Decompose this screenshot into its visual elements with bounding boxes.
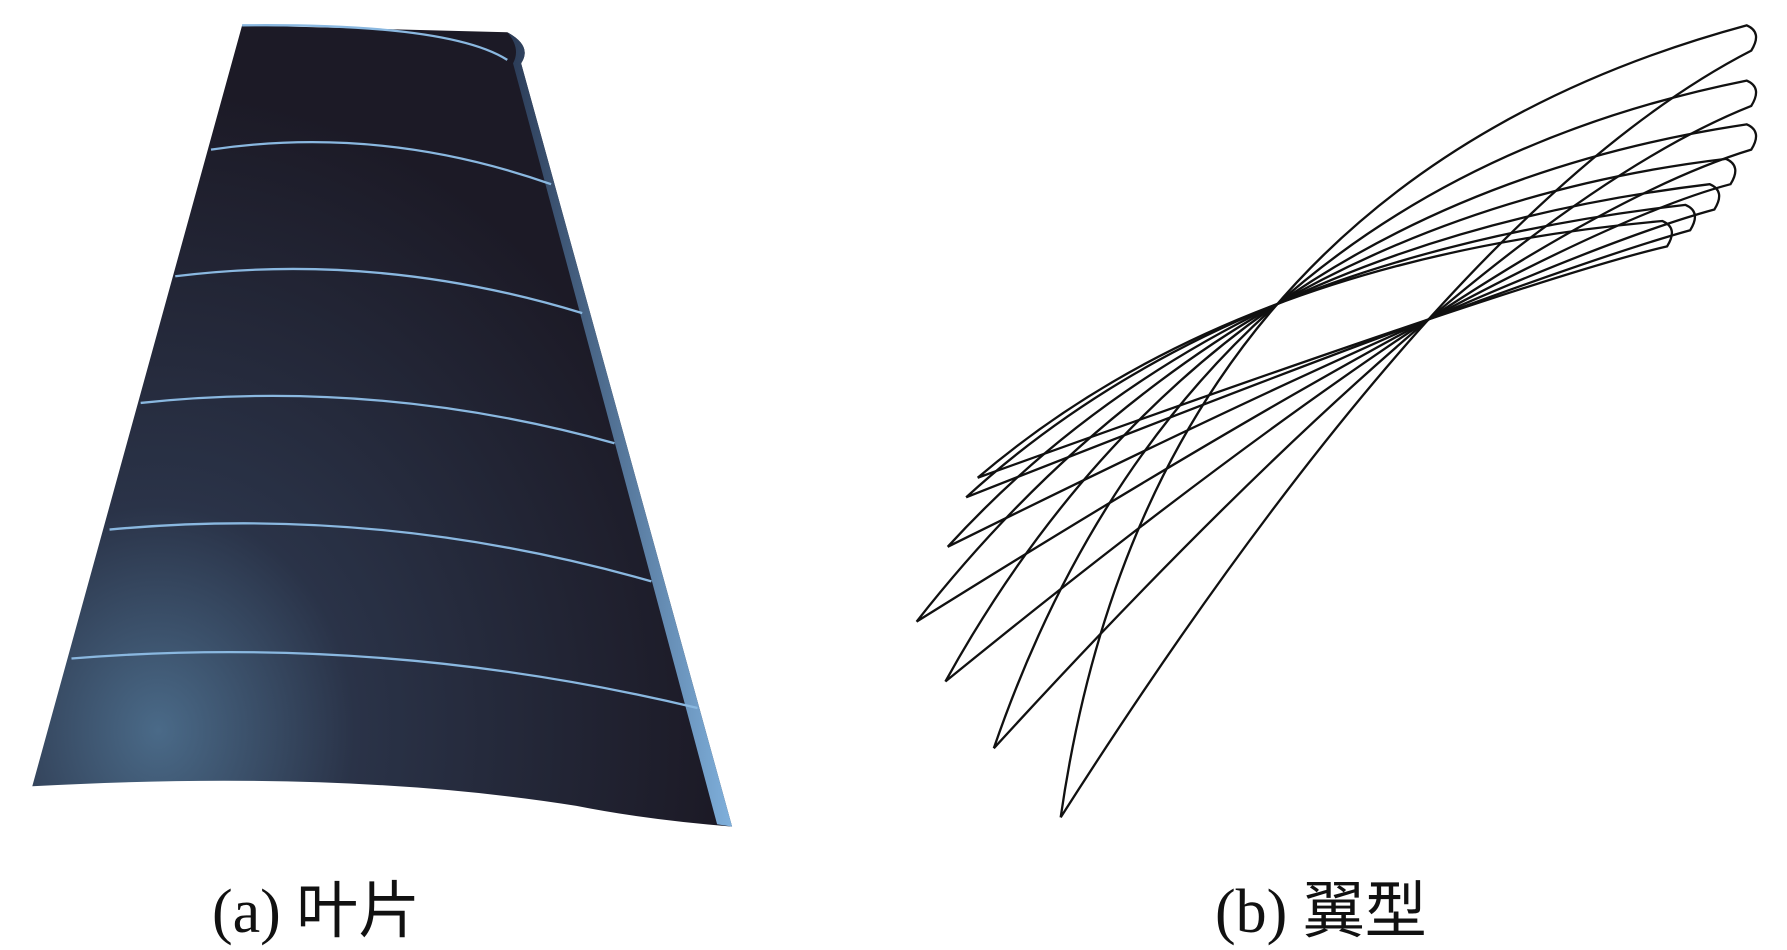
airfoil-profile — [915, 157, 1737, 623]
caption-blade: (a) 叶片 — [212, 878, 421, 946]
airfoil-profile — [976, 219, 1674, 479]
blade-section-lines — [71, 141, 698, 710]
blade-section-line — [210, 141, 552, 186]
airfoil-profile — [992, 79, 1758, 750]
blade-tip-line — [242, 24, 508, 61]
blade-illustration — [32, 24, 733, 827]
blade-section-line — [140, 394, 615, 445]
blade-section-line — [109, 522, 652, 583]
airfoil-profile — [946, 183, 1721, 548]
blade-section-line — [71, 650, 698, 710]
airfoil-profiles — [915, 24, 1758, 818]
airfoil-profile — [965, 203, 1697, 499]
airfoil-profile — [1059, 24, 1758, 818]
caption-airfoil: (b) 翼型 — [1215, 878, 1427, 946]
blade-leading-edge — [507, 32, 733, 827]
airfoil-profile — [944, 123, 1758, 683]
blade-section-line — [175, 267, 583, 315]
